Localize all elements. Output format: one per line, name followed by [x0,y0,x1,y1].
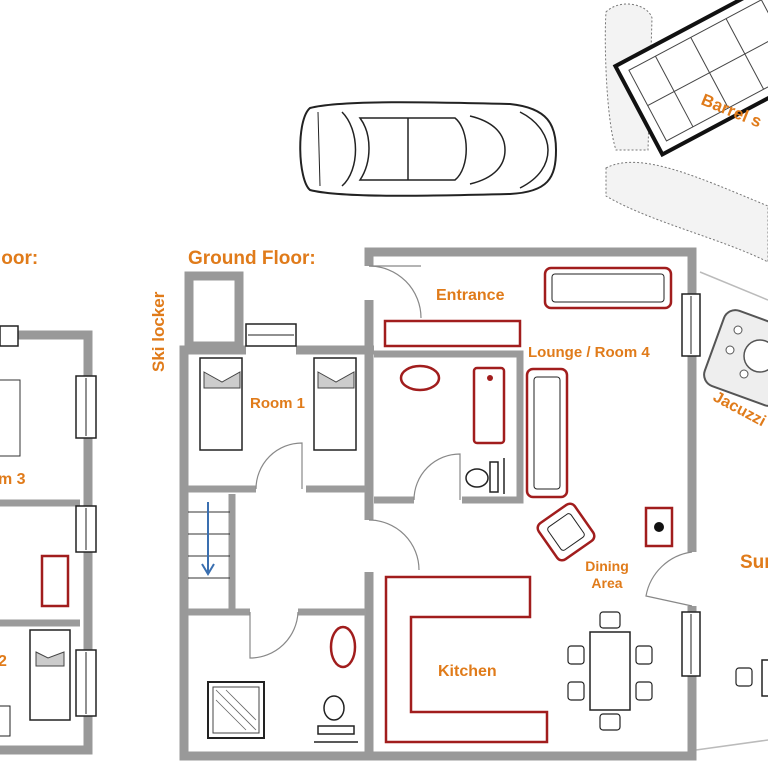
sun-terrace-label: Sun [740,552,768,573]
entrance-label: Entrance [436,287,505,304]
bathroom2-sink [329,625,357,669]
jacuzzi [703,309,768,407]
first-floor-partial-plan [0,325,97,755]
lounge-label: Lounge / Room 4 [528,344,650,361]
shower-icon [207,681,265,739]
kitchen-counter [384,575,549,744]
room2-label: 2 [0,653,7,670]
car-icon [299,101,558,197]
room3-label: m 3 [0,471,26,488]
staircase [188,502,230,579]
entrance-bench [383,319,522,348]
lounge-sofa-side [525,367,569,499]
toilet-icon [465,458,505,494]
ground-floor-label: Ground Floor: [188,248,316,269]
room1-bed-right [313,357,357,451]
dining-label-line2: Area [591,575,622,591]
dining-table [567,611,653,731]
ski-locker [184,271,244,351]
terrace-table [735,659,768,697]
windows [245,293,701,677]
bathtub [472,366,506,445]
stove-icon [644,506,674,548]
toilet2-icon [314,695,358,743]
dining-label-line1: Dining [585,558,629,574]
room1-label: Room 1 [250,395,305,412]
armchair [536,502,596,562]
ground-floor-walls [179,247,697,761]
bathroom-sink [399,364,441,392]
doors [249,265,693,659]
lounge-sofa-top [543,266,673,310]
barrel-sauna [612,0,768,158]
first-floor-label: loor: [0,248,38,269]
room1-bed-left [199,357,243,451]
kitchen-label: Kitchen [438,663,497,680]
ski-locker-label: Ski locker [149,291,168,372]
